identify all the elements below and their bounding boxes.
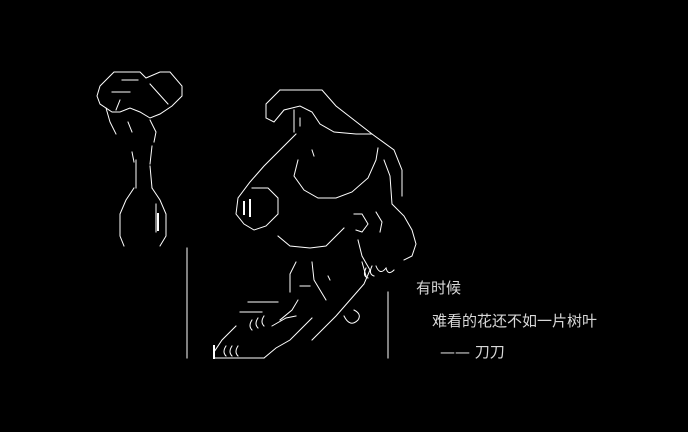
snoopy-drawing [213, 89, 417, 359]
quote-line-2: 难看的花还不如一片树叶 [432, 312, 598, 330]
quote-attribution: —— 刀刀 [440, 343, 505, 361]
flower-vase-drawing [96, 71, 183, 247]
quote-line-1: 有时候 [416, 279, 462, 297]
